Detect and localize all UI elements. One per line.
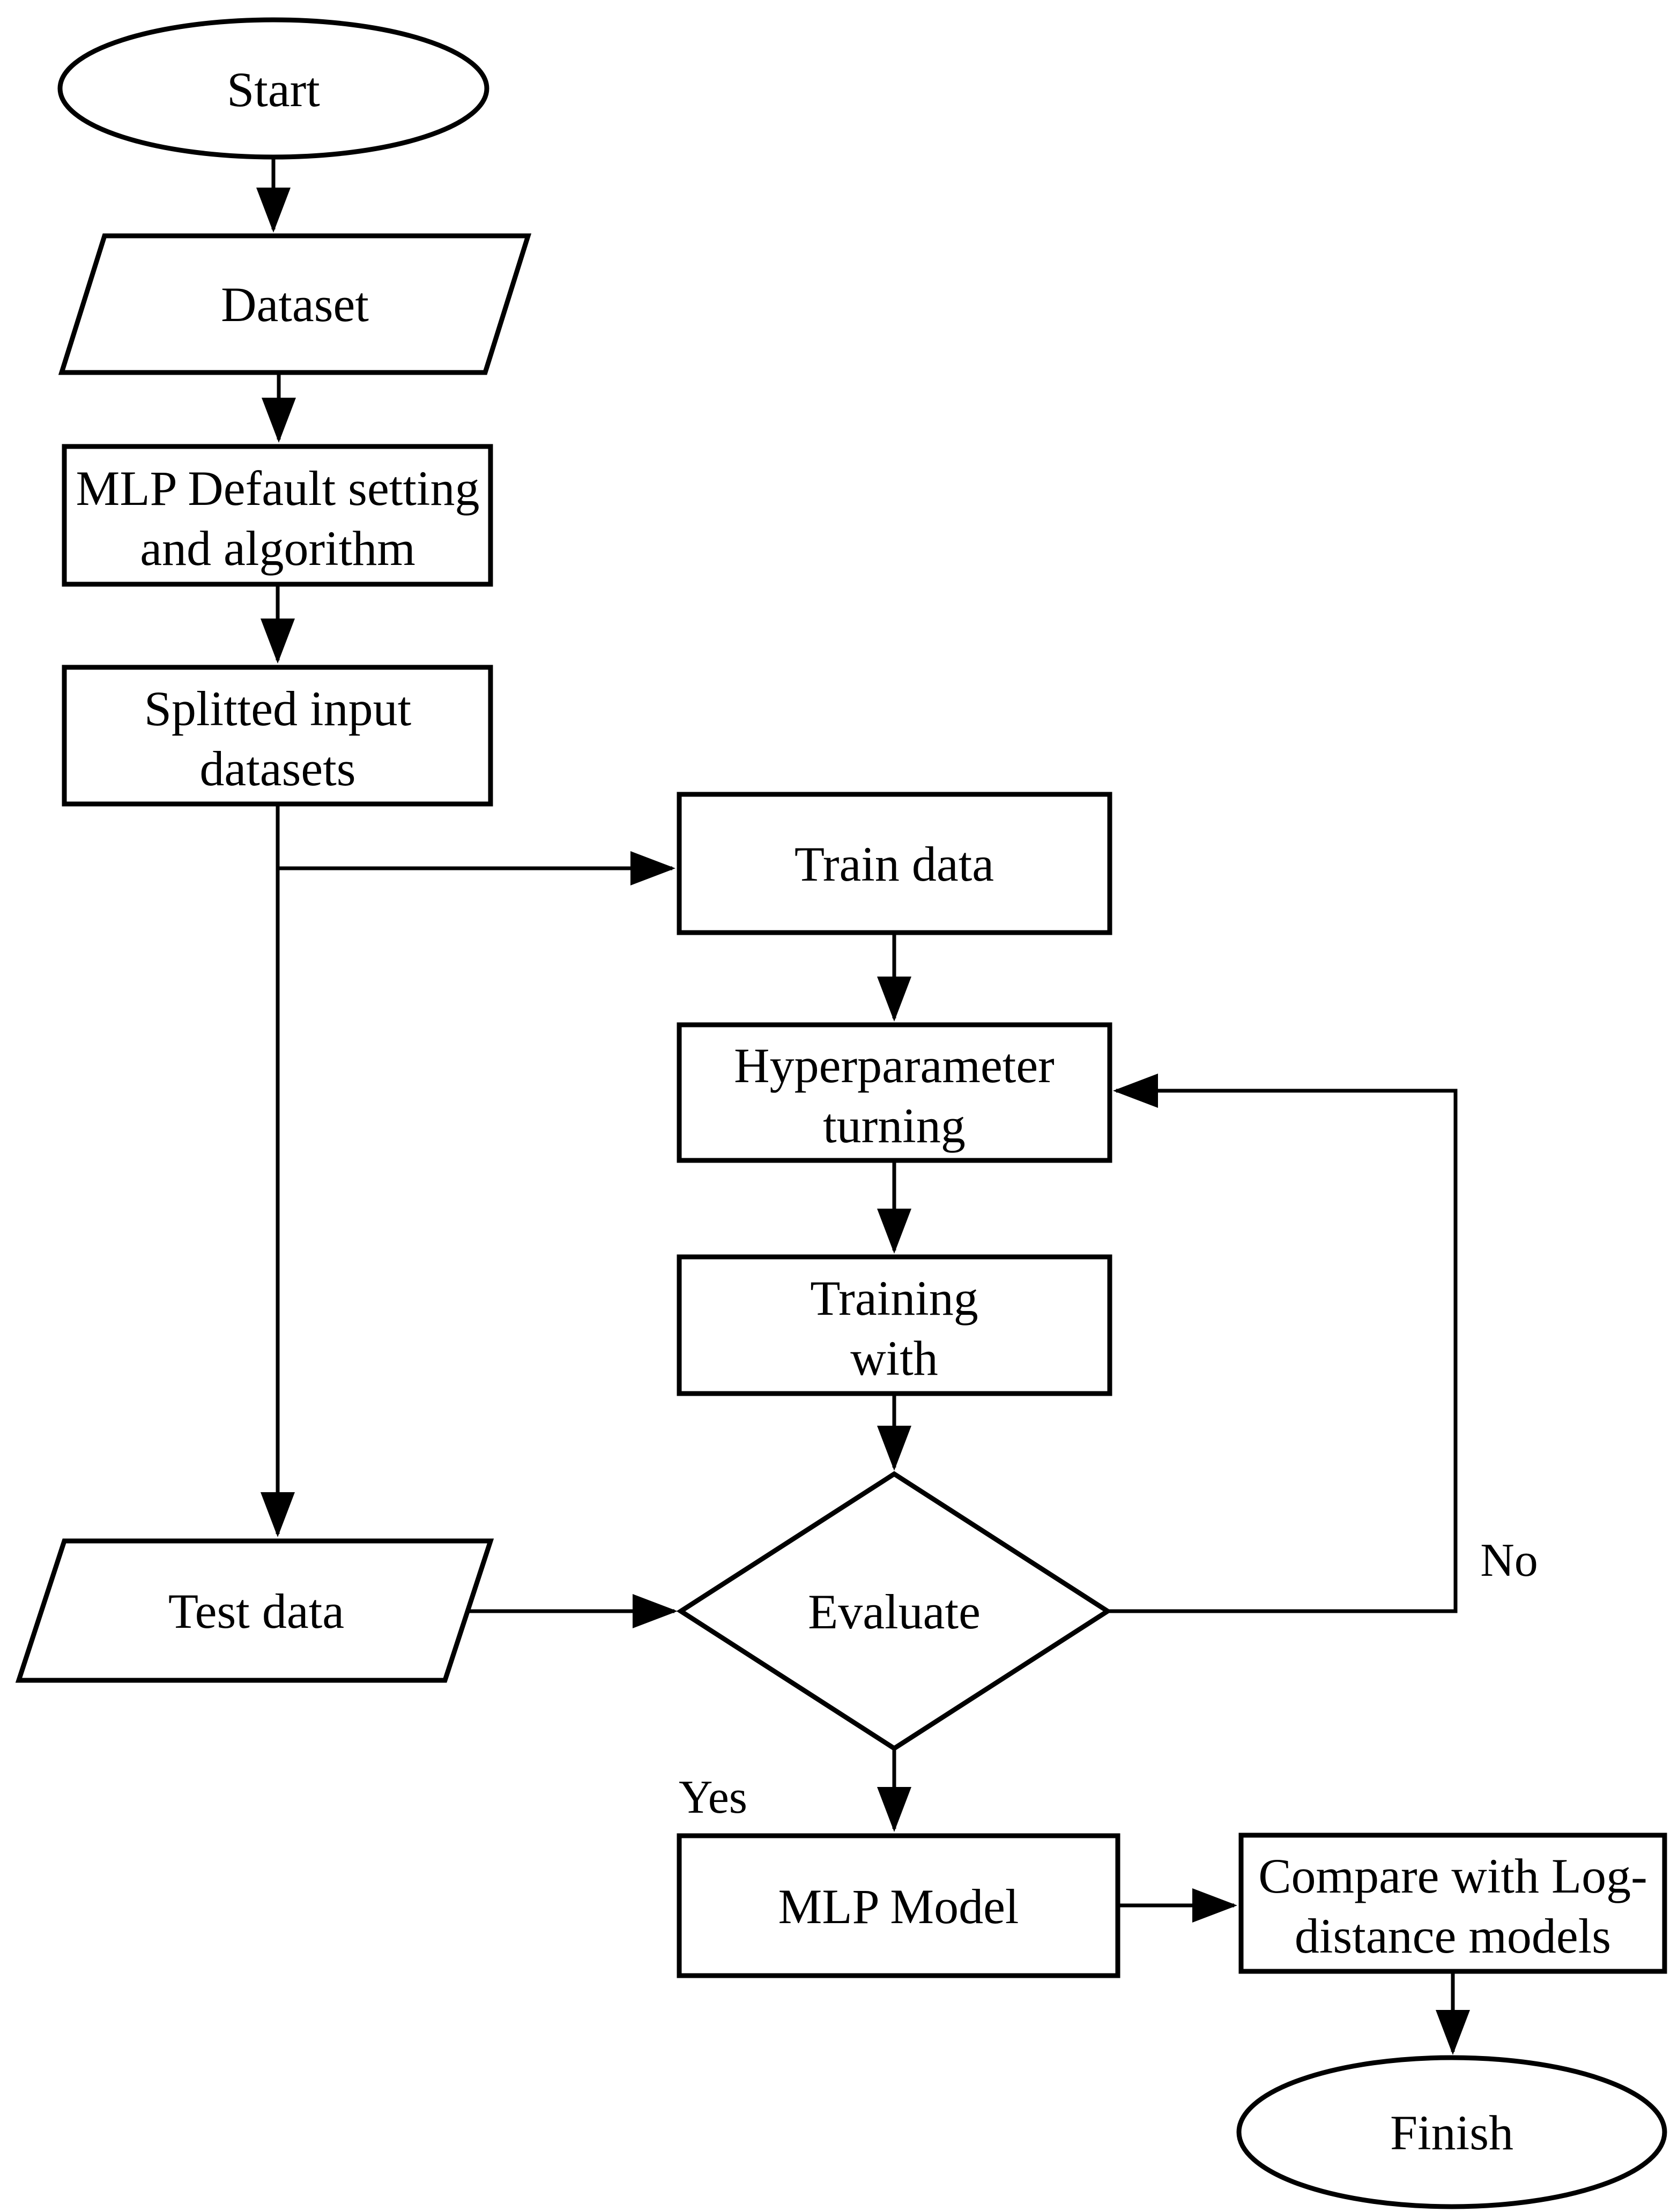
node-start: Start [57,17,489,160]
decision-diamond [676,1471,1112,1752]
process-rect [677,1254,1112,1396]
node-mlp-default-setting: MLP Default setting and algorithm [62,444,493,587]
io-parallelogram [15,1538,494,1683]
edge-evaluate-no-loop-to-hyperparameter [1108,1074,1458,1613]
node-label: Test data [168,1584,344,1638]
label-no: No [1480,1535,1538,1587]
label-yes: Yes [679,1771,747,1823]
node-label: Evaluate [808,1584,981,1639]
node-compare-log-distance: Compare with Log- distance models [1238,1833,1667,1974]
terminator-ellipse [1236,2055,1667,2209]
node-label-line2: distance models [1295,1909,1611,1963]
process-rect [677,1833,1120,1978]
node-hyperparameter-tuning: Hyperparameter turning [677,1022,1112,1163]
terminator-ellipse [57,17,489,160]
io-parallelogram [58,233,532,375]
node-dataset: Dataset [58,233,532,375]
process-rect [62,665,493,807]
process-rect [1238,1833,1667,1974]
node-label-line1: Hyperparameter [734,1038,1055,1093]
node-test-data: Test data [15,1538,494,1683]
node-label: Finish [1390,2105,1513,2160]
node-splitted-input-datasets: Splitted input datasets [62,665,493,807]
node-label: Start [227,62,320,117]
node-label-line1: Compare with Log- [1258,1849,1647,1903]
node-label-line1: Splitted input [144,681,412,736]
node-label: Train data [795,837,994,891]
node-label-line2: turning [823,1098,966,1153]
node-train-data: Train data [677,792,1112,935]
process-rect [677,1022,1112,1163]
process-rect [62,444,493,587]
node-label-line2: datasets [199,741,355,796]
node-finish: Finish [1236,2055,1667,2209]
node-label-line2: with [850,1331,938,1386]
node-evaluate: Evaluate [676,1471,1112,1752]
node-label: Dataset [221,277,369,332]
node-label-line2: and algorithm [140,521,415,576]
node-label-line1: Training [810,1271,978,1325]
process-rect [677,792,1112,935]
node-label-line1: MLP Default setting [76,461,480,516]
node-label: MLP Model [778,1879,1019,1934]
node-mlp-model: MLP Model [677,1833,1120,1978]
node-training-with: Training with [677,1254,1112,1396]
